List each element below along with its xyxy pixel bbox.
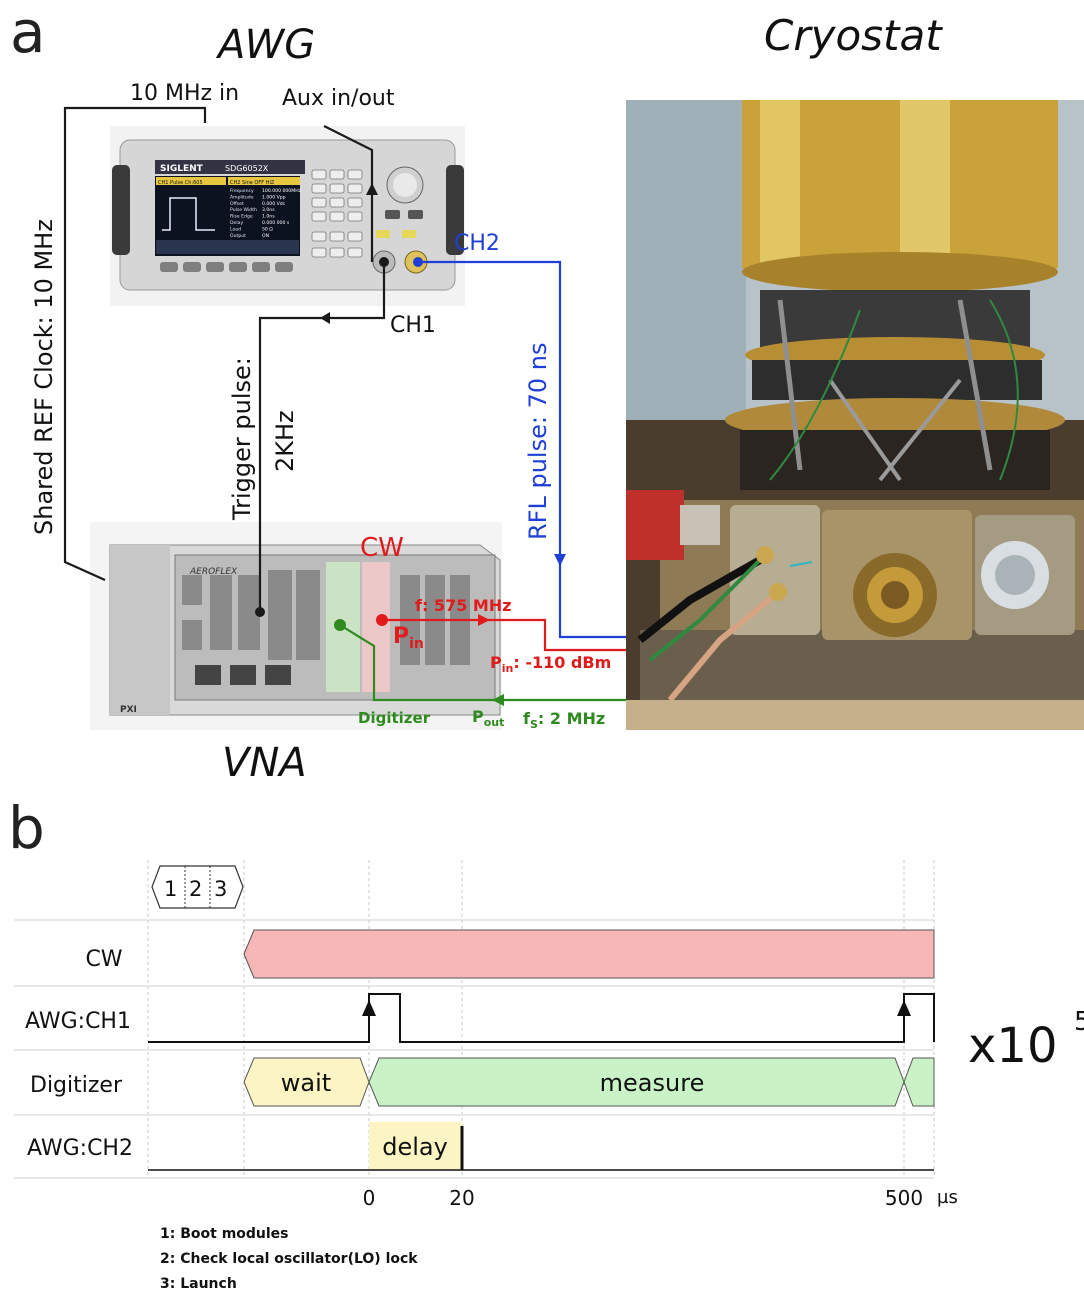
ch1-rising-edge-icon bbox=[362, 1000, 376, 1016]
awg-device: SIGLENT SDG6052X CH1 Pulse Ch:605 CH2 Si… bbox=[110, 126, 465, 306]
row-label-digitizer: Digitizer bbox=[30, 1073, 123, 1098]
awg-screen-tab1: CH1 Pulse Ch:605 bbox=[158, 180, 203, 186]
row-label-cw: CW bbox=[85, 947, 122, 972]
legend-step-2: 2: Check local oscillator(LO) lock bbox=[160, 1251, 418, 1267]
digitizer-label: Digitizer bbox=[358, 709, 431, 727]
tick-20: 20 bbox=[449, 1186, 474, 1210]
wait-state bbox=[243, 1057, 370, 1107]
cw-label: CW bbox=[360, 533, 404, 563]
awg-param-name: Pulse Width bbox=[230, 207, 257, 213]
vna-chassis-label: PXI bbox=[120, 705, 137, 715]
vna-device: AEROFLEX PXI bbox=[90, 522, 502, 730]
delay-state bbox=[369, 1122, 462, 1170]
awg-param-name: Offset bbox=[230, 201, 244, 207]
tick-500: 500 bbox=[885, 1186, 923, 1210]
measure-state bbox=[368, 1057, 905, 1107]
panel-b-label: b bbox=[8, 794, 45, 862]
awg-param-name: Delay bbox=[230, 220, 243, 226]
awg-param-value: 1.0ns bbox=[262, 214, 275, 220]
ch2-wire bbox=[418, 260, 626, 639]
rfl-pulse-label: RFL pulse: 70 ns bbox=[524, 343, 552, 540]
measure-state-next bbox=[903, 1057, 935, 1107]
awg-param-name: Load bbox=[230, 226, 241, 232]
cw-port-dot bbox=[376, 614, 388, 626]
ch1-rising-edge-icon bbox=[897, 1000, 911, 1016]
tick-0: 0 bbox=[363, 1186, 376, 1210]
awg-param-value: ON bbox=[262, 233, 269, 239]
delay-label: delay bbox=[382, 1133, 448, 1161]
vna-title: VNA bbox=[222, 740, 307, 786]
trigger-pulse-label: Trigger pulse: bbox=[228, 357, 256, 521]
ch2-port-dot bbox=[413, 257, 423, 267]
step-1: 1 bbox=[164, 877, 177, 901]
awg-model: SDG6052X bbox=[225, 164, 269, 173]
digitizer-arrow-icon bbox=[492, 694, 504, 706]
repeat-label: x10 bbox=[968, 1018, 1057, 1074]
legend-step-1: 1: Boot modules bbox=[160, 1226, 289, 1242]
wiring-markers bbox=[255, 183, 566, 706]
ch2-label: CH2 bbox=[454, 231, 500, 256]
cryostat-title: Cryostat bbox=[764, 11, 943, 60]
awg-param-value: 1.000 Vpp bbox=[262, 194, 286, 200]
cw-on-band bbox=[243, 929, 935, 979]
pout-label: Pout bbox=[472, 707, 504, 729]
awg-param-value: 100.000 000MHz bbox=[262, 188, 302, 194]
ch1-port-dot bbox=[379, 257, 389, 267]
awg-param-name: Amplitude bbox=[230, 194, 254, 200]
awg-param-value: 0.000 000 s bbox=[262, 220, 290, 226]
timing-diagram: 1 2 3 CW AWG:CH1 Digitizer AWG:CH2 wait … bbox=[14, 860, 1084, 1210]
cryostat-photo bbox=[626, 100, 1084, 730]
awg-param-value: 3.0ns bbox=[262, 207, 275, 213]
panel-a-label: a bbox=[10, 0, 46, 66]
fs-label: fS: 2 MHz bbox=[523, 709, 605, 731]
aux-in-out-label: Aux in/out bbox=[282, 86, 395, 111]
aux-arrow-icon bbox=[366, 183, 378, 195]
wait-label: wait bbox=[281, 1069, 331, 1097]
ch1-label: CH1 bbox=[390, 313, 436, 338]
awg-title: AWG bbox=[215, 22, 315, 68]
cw-frequency-label: f: 575 MHz bbox=[415, 596, 512, 615]
time-unit: µs bbox=[937, 1187, 958, 1208]
measure-label: measure bbox=[600, 1069, 705, 1097]
row-label-awg-ch1: AWG:CH1 bbox=[25, 1009, 131, 1034]
awg-param-name: Frequency bbox=[230, 188, 254, 194]
row-label-awg-ch2: AWG:CH2 bbox=[27, 1136, 133, 1161]
legend-step-3: 3: Launch bbox=[160, 1276, 237, 1292]
shared-ref-clock-label: Shared REF Clock: 10 MHz bbox=[30, 219, 58, 535]
repeat-exponent: 5 bbox=[1074, 1007, 1084, 1037]
step-3: 3 bbox=[214, 877, 227, 901]
vna-brand: AEROFLEX bbox=[189, 567, 238, 577]
step-2: 2 bbox=[189, 877, 202, 901]
digitizer-port-dot bbox=[334, 619, 346, 631]
cw-module-highlight bbox=[362, 562, 390, 692]
boot-steps: 1 2 3 bbox=[151, 865, 244, 909]
ch1-pulse-trace bbox=[148, 993, 935, 1043]
pin-label: Pin bbox=[393, 624, 424, 652]
awg-brand: SIGLENT bbox=[160, 164, 204, 174]
awg-param-value: 50 Ω bbox=[262, 226, 273, 232]
ch2-arrow-icon bbox=[554, 554, 566, 566]
cw-arrow-icon bbox=[478, 614, 490, 626]
ten-mhz-in-label: 10 MHz in bbox=[130, 81, 239, 106]
pin-power-label: Pin: -110 dBm bbox=[490, 653, 611, 675]
trigger-arrow-icon bbox=[320, 312, 330, 324]
cw-wire bbox=[382, 618, 626, 652]
trigger-port-dot bbox=[255, 607, 265, 617]
awg-param-name: Rise Edge bbox=[230, 214, 253, 220]
awg-brand-bar bbox=[155, 160, 305, 174]
aux-wire bbox=[323, 125, 374, 262]
awg-param-value: 0.000 Vdc bbox=[262, 201, 286, 207]
trigger-rate-label: 2KHz bbox=[271, 410, 299, 472]
ref-clock-wire bbox=[63, 106, 207, 582]
awg-screen-tab2: CH2 Sine OFF HiZ bbox=[230, 180, 275, 186]
awg-param-name: Output bbox=[230, 233, 246, 239]
